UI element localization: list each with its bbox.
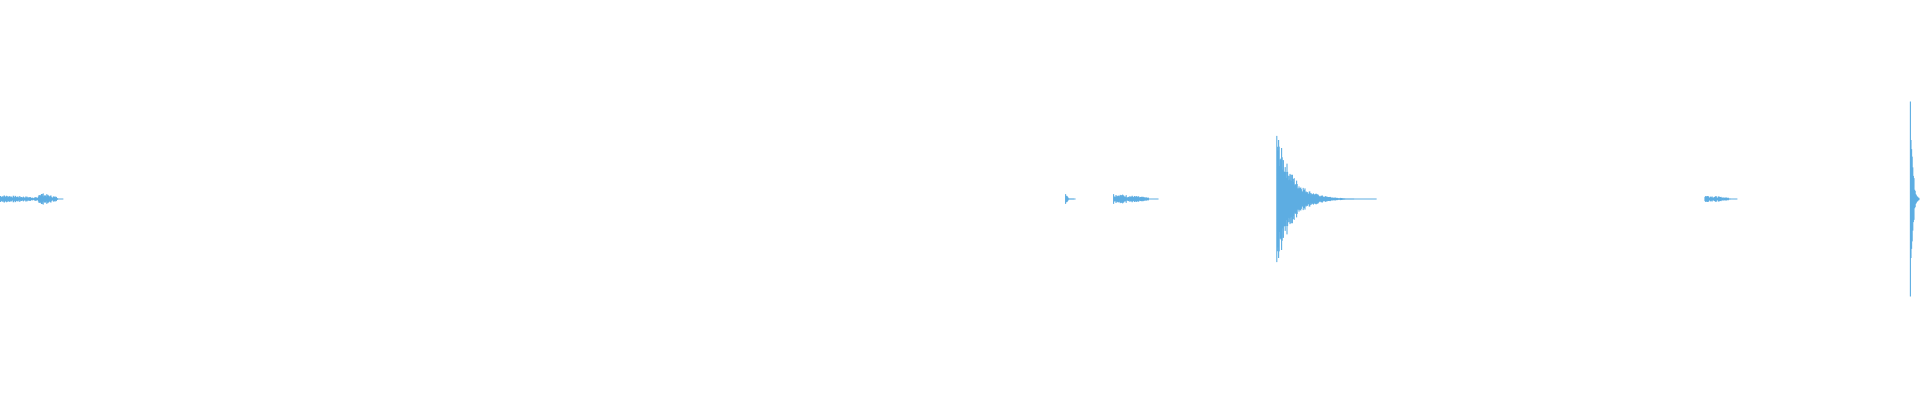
waveform-track[interactable]	[0, 0, 1920, 400]
waveform-view[interactable]	[0, 0, 1920, 400]
